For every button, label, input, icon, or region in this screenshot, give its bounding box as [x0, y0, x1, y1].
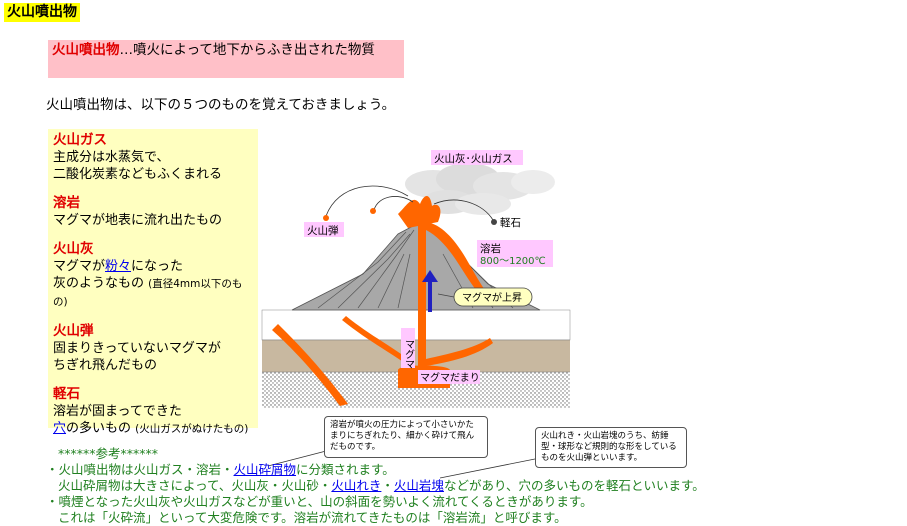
- item-line: ちぎれ飛んだもの: [53, 358, 158, 373]
- reference-line: ・火山噴出物は火山ガス・溶岩・火山砕屑物に分類されます。: [46, 462, 705, 478]
- pumice-trajectory: [433, 199, 494, 221]
- item-text: 灰のようなもの: [53, 276, 145, 291]
- reference-heading: ******参考******: [58, 446, 159, 461]
- definition-box: 火山噴出物…噴火によって地下からふき出された物質: [48, 40, 404, 78]
- label-chamber: マグマだまり: [420, 371, 480, 384]
- eruption-splash: [398, 196, 441, 228]
- item-line: 灰のようなもの (直径4mm以下のもの): [53, 275, 253, 311]
- reference-line: ・噴煙となった火山灰や火山ガスなどが重いと、山の斜面を勢いよく流れてくるときがあ…: [46, 494, 593, 509]
- label-lava: 溶岩: [480, 242, 501, 255]
- item-heading: 火山弾: [53, 323, 94, 339]
- magma-dike: [342, 316, 408, 364]
- item-text: の多いもの: [66, 421, 132, 436]
- bomb-dot: [323, 215, 329, 221]
- label-ash-gas: 火山灰･火山ガス: [434, 152, 513, 165]
- reference-line: 火山砕屑物は大きさによって、火山灰・火山砂・火山れき・火山岩塊などがあり、穴の多…: [46, 478, 705, 494]
- item-volcanic-gas: 火山ガス 主成分は水蒸気で、 二酸化炭素などもふくまれる: [53, 132, 253, 183]
- item-volcanic-ash: 火山灰 マグマが粉々になった 灰のようなもの (直径4mm以下のもの): [53, 241, 253, 311]
- reference-text: に分類されます。: [296, 462, 395, 477]
- bomb-trajectory: [325, 185, 409, 217]
- pumice-dot: [491, 219, 497, 225]
- lava-flow: [426, 222, 488, 296]
- callout-pyroclastic: 溶岩が噴火の圧力によって小さいかたまりにちぎれたり、細かく砕けて飛んだものです。: [324, 416, 488, 458]
- item-heading: 溶岩: [53, 195, 80, 211]
- item-line: 穴の多いもの (火山ガスがぬけたもの): [53, 420, 253, 438]
- label-bg: [304, 222, 344, 237]
- label-bg: [477, 240, 553, 267]
- item-volcanic-bomb: 火山弾 固まりきっていないマグマが ちぎれ飛んだもの: [53, 323, 253, 374]
- link-pyroclastic[interactable]: 火山砕屑物: [233, 462, 297, 477]
- item-heading: 火山ガス: [53, 132, 107, 148]
- ground-layer-top: [261, 309, 571, 341]
- reference-text: ・: [381, 478, 394, 493]
- magma-conduit: [418, 224, 426, 374]
- item-heading: 軽石: [53, 386, 80, 402]
- label-bg: [431, 150, 523, 165]
- link-konagona[interactable]: 粉々: [105, 259, 132, 274]
- item-line: 主成分は水蒸気で、: [53, 150, 170, 165]
- item-note: (直径4mm以下のもの): [53, 278, 243, 308]
- callout-volcanic-bomb: 火山れき・火山岩塊のうち、紡錘型・球形など規則的な形をしているものを火山弾といい…: [535, 427, 687, 468]
- magma-sill: [272, 324, 348, 406]
- link-volcanic-block[interactable]: 火山岩塊: [393, 478, 444, 493]
- link-lapilli[interactable]: 火山れき: [331, 478, 382, 493]
- reference-line: これは「火砕流」といって大変危険です。溶岩が流れてきたものは「溶岩流」と呼びます…: [58, 510, 567, 525]
- item-line: マグマが地表に流れ出たもの: [53, 213, 223, 228]
- reference-text: などがあり、穴の多いものを軽石といいます。: [443, 478, 705, 493]
- label-magma-rise: マグマが上昇: [462, 291, 522, 304]
- item-heading: 火山灰: [53, 241, 94, 257]
- item-line: マグマが粉々になった: [53, 258, 253, 275]
- bomb-trajectory: [373, 196, 414, 211]
- label-bg: [418, 370, 480, 384]
- label-pumice: 軽石: [500, 217, 521, 229]
- item-line: 溶岩が固まってできた: [53, 404, 182, 419]
- link-ana[interactable]: 穴: [53, 421, 67, 436]
- item-lava: 溶岩 マグマが地表に流れ出たもの: [53, 195, 253, 229]
- label-bg: [401, 328, 415, 368]
- volcano-diagram: 火山灰･火山ガス 火山弾 軽石 溶岩 800～1200℃ マグマが上昇 マグマ …: [261, 150, 571, 408]
- definition-text: …噴火によって地下からふき出された物質: [119, 42, 375, 58]
- item-line: 二酸化炭素などもふくまれる: [53, 167, 223, 182]
- item-pumice: 軽石 溶岩が固まってできた 穴の多いもの (火山ガスがぬけたもの): [53, 386, 253, 438]
- item-note: (火山ガスがぬけたもの): [135, 423, 249, 435]
- label-bomb: 火山弾: [307, 224, 339, 237]
- definition-term: 火山噴出物: [52, 42, 120, 58]
- item-line: 固まりきっていないマグマが: [53, 341, 221, 356]
- items-panel: 火山ガス 主成分は水蒸気で、 二酸化炭素などもふくまれる 溶岩 マグマが地表に流…: [48, 129, 258, 436]
- magma-rise-arrow: [422, 270, 438, 312]
- magma-branch: [426, 338, 493, 366]
- page-title: 火山噴出物: [4, 3, 80, 22]
- label-lava-temp: 800～1200℃: [480, 256, 546, 267]
- item-text: になった: [131, 259, 184, 274]
- reference-text: 火山砕屑物は大きさによって、火山灰・火山砂・: [58, 478, 332, 493]
- reference-text: ・火山噴出物は火山ガス・溶岩・: [46, 462, 234, 477]
- intro-text: 火山噴出物は、以下の５つのものを覚えておきましょう。: [46, 97, 396, 113]
- bomb-dot: [370, 208, 376, 214]
- reference-notes: ******参考****** ・火山噴出物は火山ガス・溶岩・火山砕屑物に分類され…: [46, 446, 705, 526]
- item-text: マグマが: [53, 259, 106, 274]
- label-magma: マグマ: [403, 339, 415, 369]
